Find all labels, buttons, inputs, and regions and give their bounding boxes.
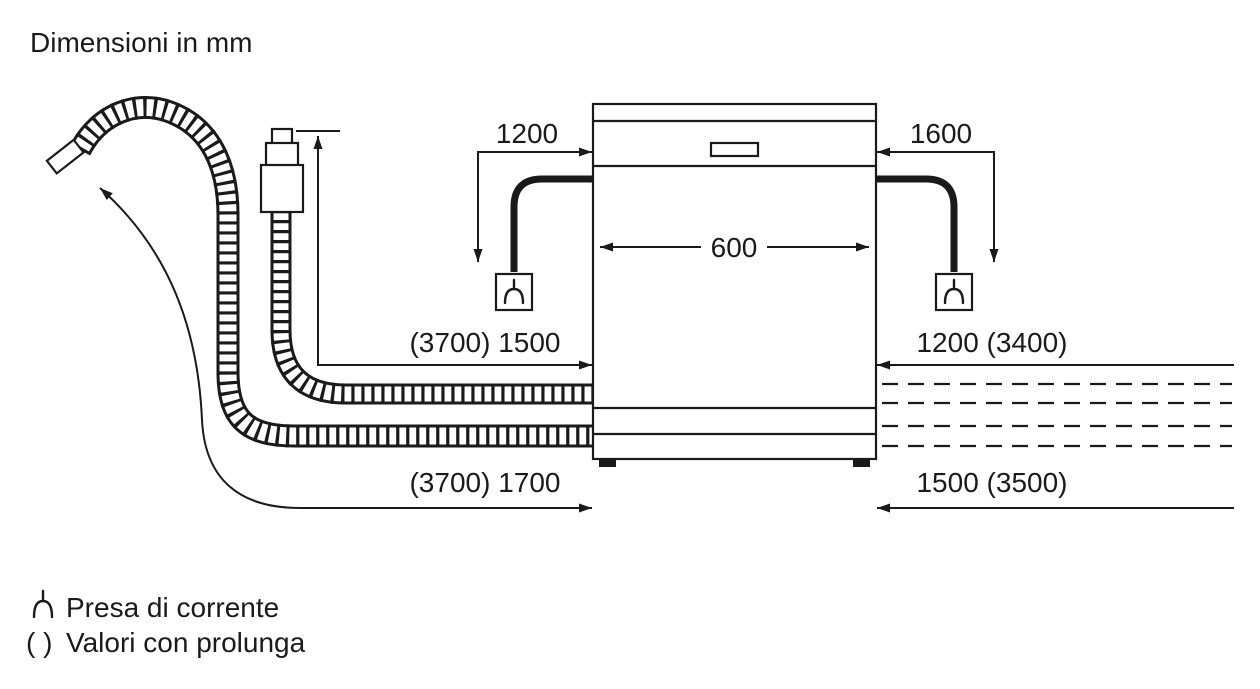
- tap-thread-fitting: [270, 127, 294, 146]
- dishwasher-outline: [591, 102, 878, 461]
- connector-body: [259, 163, 305, 214]
- power-socket-icon: [943, 278, 965, 305]
- dim-line-drain-hose: [99, 187, 592, 513]
- legend-extension-label: Valori con prolunga: [66, 627, 306, 658]
- dim-line-cable-left: [473, 147, 592, 262]
- legend: Presa di corrente ( ) Valori con prolung…: [26, 589, 306, 658]
- inlet-hose: [270, 210, 594, 405]
- dimension-lines: [99, 130, 1234, 513]
- power-cable-right: [876, 175, 958, 272]
- dim-label-cable-left: 1200: [496, 118, 558, 149]
- dim-label-cable-right: 1600: [910, 118, 972, 149]
- power-cable-left: [510, 175, 593, 272]
- dim-label-width: 600: [711, 232, 758, 263]
- dim-label-inlet-hose: (3700) 1500: [409, 327, 560, 358]
- dim-label-right-lower: 1500 (3500): [916, 467, 1067, 498]
- foot-right: [853, 459, 870, 467]
- drain-hose: [69, 96, 594, 448]
- dim-label-drain-hose: (3700) 1700: [409, 467, 560, 498]
- aquastop-connector: [259, 127, 305, 214]
- diagram-title: Dimensioni in mm: [30, 27, 253, 58]
- connector-cap: [264, 141, 300, 168]
- foot-left: [599, 459, 616, 467]
- power-socket-icon: [32, 589, 54, 619]
- legend-socket-label: Presa di corrente: [66, 592, 279, 623]
- dim-line-cable-right: [877, 147, 999, 262]
- socket-left: [494, 272, 534, 312]
- door-handle: [709, 141, 760, 158]
- legend-parentheses-symbol: ( ): [26, 627, 52, 658]
- dim-label-right-upper: 1200 (3400): [916, 327, 1067, 358]
- dishwasher: [591, 102, 878, 467]
- hose-extension-dashed: [882, 382, 1232, 448]
- socket-right: [934, 272, 974, 312]
- power-socket-icon: [503, 278, 525, 305]
- drain-hose-end-fitting: [45, 138, 86, 175]
